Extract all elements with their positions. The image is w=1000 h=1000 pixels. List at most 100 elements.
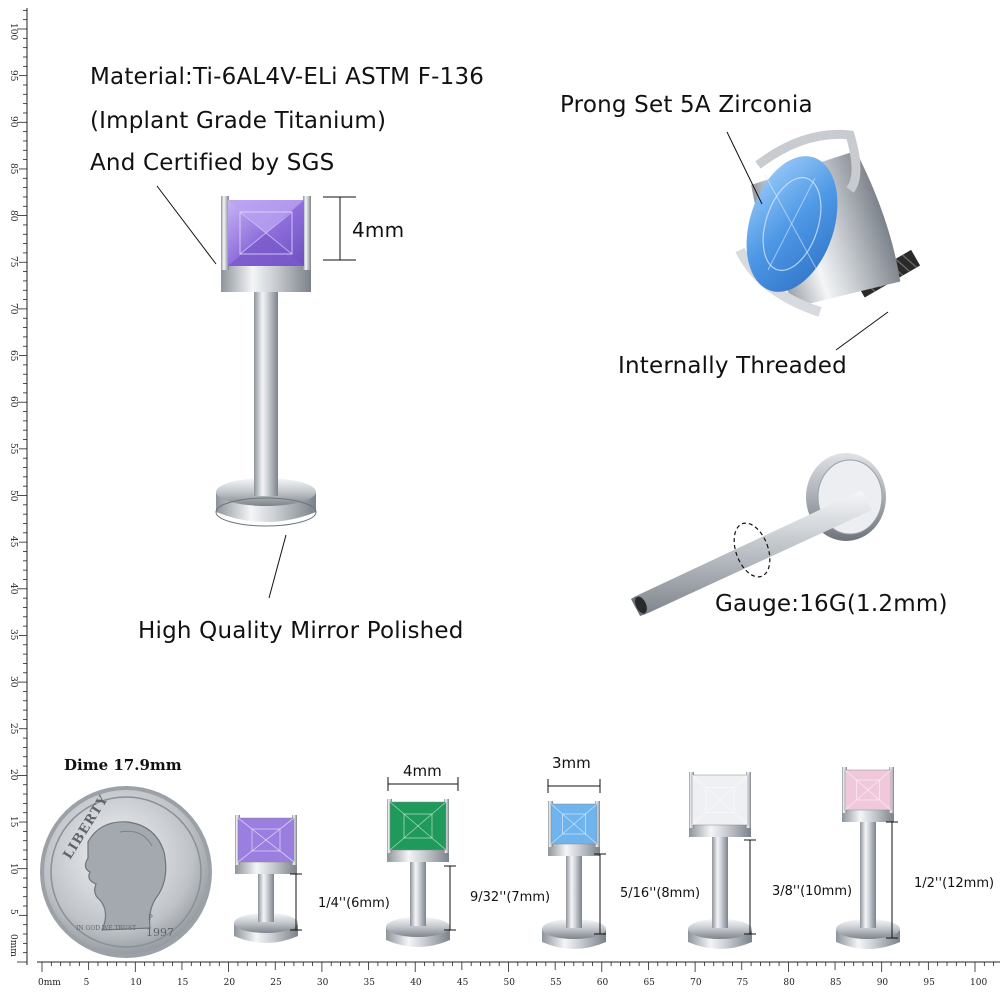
labret-prong (746, 772, 751, 828)
size-length-label-5: 1/2''(12mm) (914, 876, 995, 891)
ruler-left-label: 0mm (8, 934, 18, 957)
labret-disc-top (836, 919, 900, 939)
ruler-bottom-label: 25 (270, 978, 282, 988)
svg-text:IN GOD WE TRUST: IN GOD WE TRUST (76, 925, 136, 932)
labret-disc-top (234, 913, 298, 933)
ruler-bottom-label: 45 (456, 978, 469, 988)
labret-prong (387, 799, 392, 853)
labret-prong (548, 801, 553, 847)
ruler-bottom-label: 0mm (38, 978, 61, 988)
labret-disc-top (542, 919, 606, 939)
ruler-left-label: 20 (8, 769, 18, 781)
ruler-left-label: 65 (8, 349, 18, 361)
labret-prong (889, 767, 894, 813)
ruler-bottom-label: 40 (410, 978, 422, 988)
prong-set-label: Prong Set 5A Zirconia (560, 92, 813, 118)
ruler-bottom-label: 50 (503, 978, 515, 988)
ruler-left-label: 50 (8, 489, 18, 501)
stone-width-dimension (547, 779, 601, 793)
stone-facet (389, 801, 447, 851)
material-label-line3: And Certified by SGS (90, 150, 335, 176)
ruler-left-label: 90 (8, 116, 18, 128)
ruler-left-label: 15 (8, 816, 18, 828)
labret-post-illustration (631, 453, 886, 616)
labret-disc-top (386, 917, 450, 937)
ruler-bottom-label: 80 (783, 978, 795, 988)
main-labret-illustration (156, 185, 356, 599)
ruler-left-label: 40 (8, 582, 18, 595)
ruler-left-label: 85 (8, 162, 18, 175)
size-length-label-2: 9/32''(7mm) (470, 890, 551, 905)
length-dimension (744, 839, 756, 935)
size-labret-1 (234, 815, 302, 943)
labret-setting (842, 808, 894, 822)
ruler-bottom-label: 90 (876, 978, 889, 988)
stone-facet (403, 813, 433, 839)
ruler-left-label: 10 (8, 862, 18, 875)
ruler-left-label: 35 (8, 629, 18, 641)
labret-prong (842, 767, 847, 813)
ruler-bottom-label: 95 (923, 978, 935, 988)
labret-shaft (566, 854, 582, 928)
size-length-label-1: 1/4''(6mm) (318, 896, 390, 911)
stone-facet (251, 828, 281, 852)
labret-prong (444, 799, 449, 853)
stone-facet (562, 813, 586, 835)
labret-prong (292, 815, 297, 865)
labret-prong (235, 815, 240, 865)
labret-shaft (258, 872, 274, 922)
ruler-left-label: 75 (8, 256, 18, 268)
ruler-left-label: 60 (8, 396, 18, 408)
size-lineup (234, 767, 900, 949)
ruler-bottom-label: 65 (643, 978, 655, 988)
length-dimension (594, 853, 606, 935)
ruler-bottom-label: 30 (316, 978, 329, 988)
prong-head-illustration (726, 129, 921, 351)
ruler-left-label: 25 (8, 722, 18, 735)
ruler-bottom-label: 100 (970, 978, 988, 988)
size-labret-3 (542, 779, 606, 949)
stone-facet (691, 774, 749, 826)
ruler-bottom-label: 70 (690, 978, 702, 988)
size-labret-4 (688, 772, 756, 949)
labret-shaft (860, 820, 876, 928)
labret-shaft (410, 860, 426, 926)
stone-facet (237, 817, 295, 863)
ruler-left-label: 45 (8, 536, 18, 548)
stone-facet (844, 769, 892, 811)
labret-prong (689, 772, 694, 828)
stone-facet (550, 803, 598, 845)
dime-coin: LIBERTY IN GOD WE TRUST 1997 P (40, 786, 212, 958)
length-dimension (290, 873, 302, 931)
labret-setting (235, 860, 297, 874)
ruler-bottom (37, 961, 1000, 972)
material-label-line2: (Implant Grade Titanium) (90, 108, 387, 134)
ruler-bottom-label: 15 (176, 978, 189, 988)
material-label-line1: Material:Ti-6AL4V-ELi ASTM F-136 (90, 64, 485, 90)
ruler-bottom-label: 60 (596, 978, 609, 988)
stone-width-dimension (387, 777, 459, 791)
svg-text:1997: 1997 (146, 926, 174, 939)
ruler-left-label: 5 (8, 909, 18, 916)
internally-threaded-label: Internally Threaded (618, 353, 847, 379)
ruler-left-label: 55 (8, 442, 18, 455)
ruler-bottom-label: 85 (830, 978, 842, 988)
ruler-left-label: 100 (8, 23, 18, 41)
svg-text:P: P (148, 914, 153, 922)
ruler-left-label: 70 (8, 302, 18, 315)
ruler-left (17, 8, 28, 965)
ruler-left-label: 30 (8, 676, 18, 688)
labret-disc-top (688, 919, 752, 939)
ruler-left-label: 95 (8, 69, 18, 82)
stone-facet (705, 787, 735, 813)
stone-facet (856, 779, 880, 801)
labret-setting (387, 848, 449, 862)
size-stone-width-label-3: 3mm (552, 754, 591, 772)
ruler-left-label: 80 (8, 209, 18, 222)
labret-setting (689, 823, 751, 837)
ruler-bottom-label: 55 (550, 978, 562, 988)
size-length-label-3: 5/16''(8mm) (620, 886, 701, 901)
gauge-label: Gauge:16G(1.2mm) (715, 591, 948, 617)
